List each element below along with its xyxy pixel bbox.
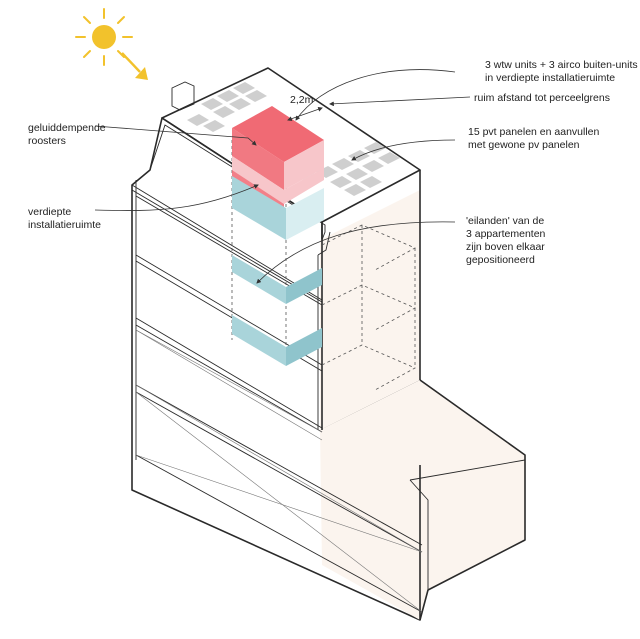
svg-text:gepositioneerd: gepositioneerd — [466, 254, 535, 266]
apartment-unit-top — [232, 176, 324, 240]
svg-text:'eilanden' van de: 'eilanden' van de — [466, 215, 544, 227]
sun-icon — [75, 8, 133, 66]
svg-text:installatieruimte: installatieruimte — [28, 219, 101, 231]
installation-unit-red — [232, 106, 324, 210]
dimension-label: 2,2m — [290, 94, 314, 106]
svg-text:15 pvt panelen en aanvullen: 15 pvt panelen en aanvullen — [468, 126, 600, 138]
label-distance: ruim afstand tot perceelgrens — [474, 92, 610, 104]
leader-lines — [94, 69, 471, 284]
dimension-marker: 2,2m — [287, 94, 323, 121]
label-roosters: geluiddempende roosters — [28, 122, 106, 147]
label-units: 3 wtw units + 3 airco buiten-units in ve… — [485, 59, 638, 84]
building — [131, 67, 526, 621]
label-eilanden: 'eilanden' van de 3 appartementen zijn b… — [466, 215, 546, 266]
svg-text:roosters: roosters — [28, 135, 66, 147]
pv-panels-rear — [187, 82, 267, 132]
apartment-unit-bottom — [232, 315, 322, 366]
svg-text:3 appartementen: 3 appartementen — [466, 228, 546, 240]
sun-ray-arrow-icon — [121, 52, 148, 80]
svg-text:3 wtw units + 3 airco buiten-u: 3 wtw units + 3 airco buiten-units — [485, 59, 638, 71]
svg-text:geluiddempende: geluiddempende — [28, 122, 106, 134]
svg-text:ruim afstand tot perceelgrens: ruim afstand tot perceelgrens — [474, 92, 610, 104]
svg-text:met gewone pv panelen: met gewone pv panelen — [468, 139, 580, 151]
svg-text:verdiepte: verdiepte — [28, 206, 71, 218]
svg-text:in verdiepte installatieruimte: in verdiepte installatieruimte — [485, 72, 615, 84]
label-panels: 15 pvt panelen en aanvullen met gewone p… — [468, 126, 600, 151]
svg-text:zijn boven elkaar: zijn boven elkaar — [466, 241, 545, 253]
label-installatieruimte: verdiepte installatieruimte — [28, 206, 101, 231]
